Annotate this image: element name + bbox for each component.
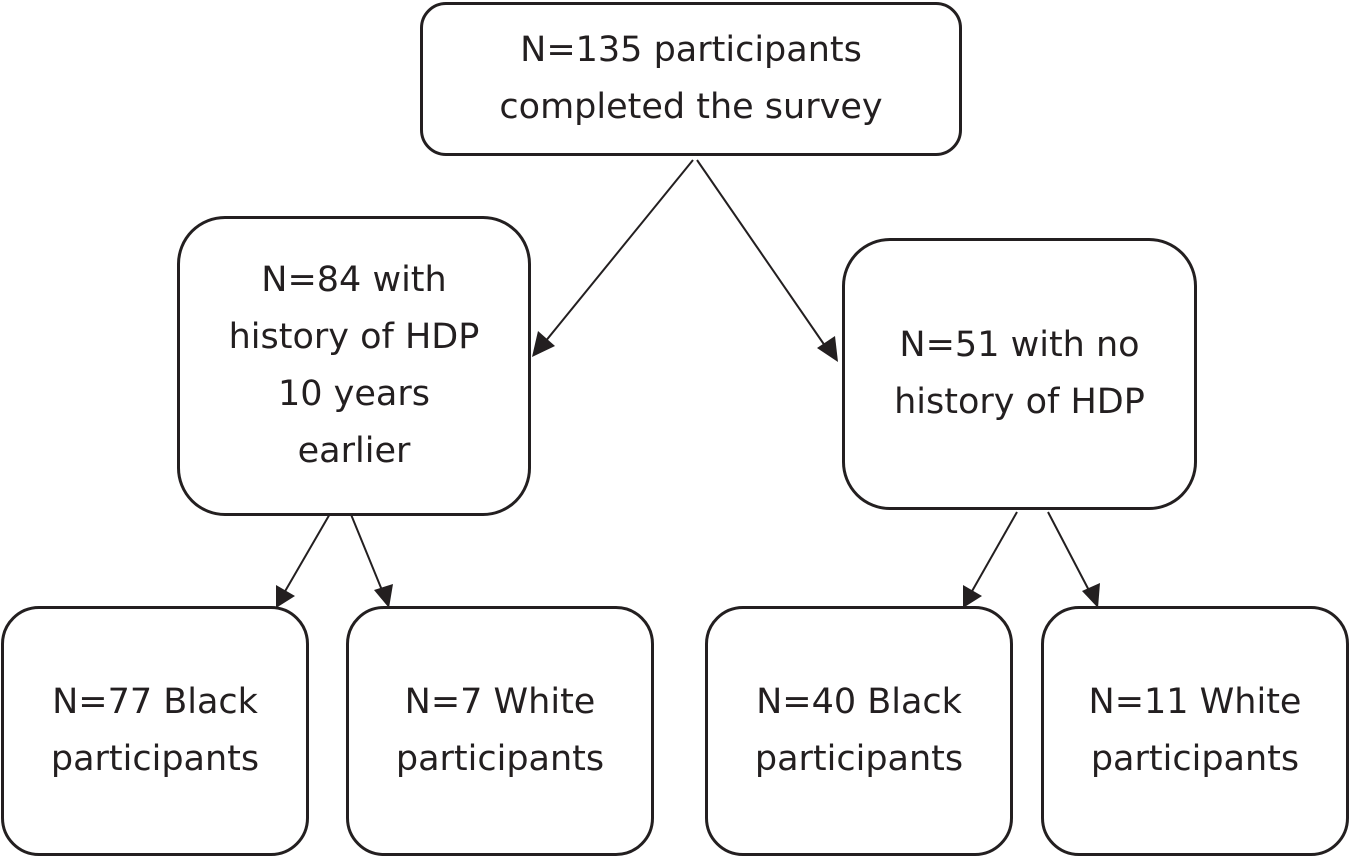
node-hdp-history: N=84 with history of HDP 10 years earlie… — [177, 216, 531, 516]
arrow-hdp-to-black — [279, 511, 332, 601]
node-hdp-white: N=7 White participants — [346, 606, 654, 856]
node-hdp-white-label: N=7 White participants — [395, 682, 605, 779]
node-no-hdp-history: N=51 with no history of HDP — [842, 238, 1197, 510]
node-no-hdp-black: N=40 Black participants — [705, 606, 1013, 856]
arrow-nohdp-to-white — [1047, 511, 1095, 601]
node-total-participants-label: N=135 participants completed the survey — [499, 30, 883, 127]
arrowhead-root-to-hdp — [532, 331, 555, 357]
arrow-nohdp-to-black — [966, 511, 1018, 601]
arrow-hdp-to-white — [349, 511, 387, 601]
node-hdp-black-label: N=77 Black participants — [50, 682, 260, 779]
node-total-participants: N=135 participants completed the survey — [420, 2, 962, 156]
arrow-root-to-hdp — [535, 159, 694, 354]
arrow-root-to-nohdp — [696, 159, 833, 357]
arrowhead-nohdp-to-white — [1082, 583, 1100, 608]
arrowhead-hdp-to-white — [374, 584, 393, 608]
node-hdp-black: N=77 Black participants — [1, 606, 309, 856]
node-no-hdp-history-label: N=51 with no history of HDP — [894, 325, 1145, 422]
node-no-hdp-white-label: N=11 White participants — [1088, 682, 1302, 779]
node-no-hdp-white: N=11 White participants — [1041, 606, 1349, 856]
node-hdp-history-label: N=84 with history of HDP 10 years earlie… — [228, 260, 480, 471]
arrowhead-root-to-nohdp — [817, 336, 838, 362]
node-no-hdp-black-label: N=40 Black participants — [754, 682, 964, 779]
arrowhead-nohdp-to-black — [963, 585, 982, 608]
arrowhead-hdp-to-black — [276, 585, 295, 608]
